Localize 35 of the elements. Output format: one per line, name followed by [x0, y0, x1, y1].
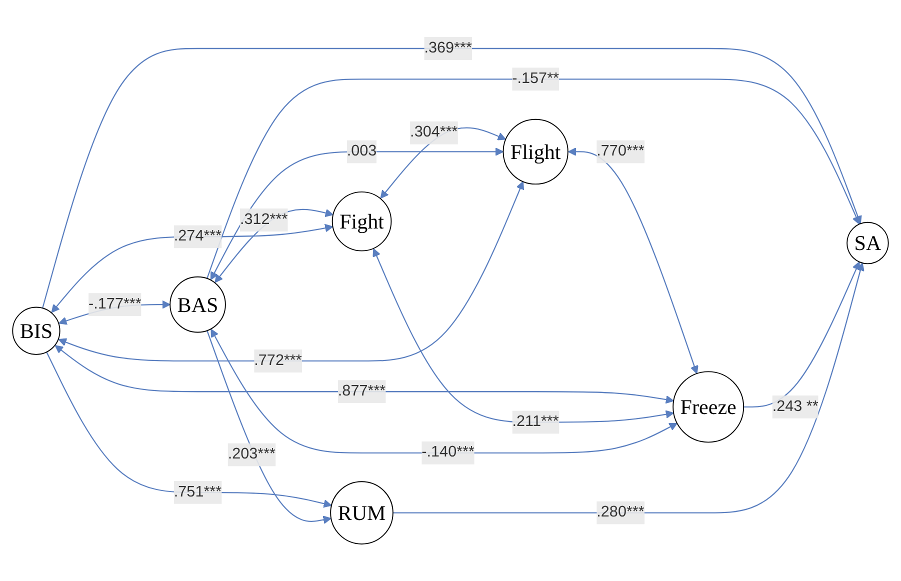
arrow: [206, 330, 332, 524]
node-circle: Fight: [332, 191, 392, 252]
arrow: [51, 224, 334, 313]
edge-label: -.177***: [88, 296, 142, 312]
edge-label: .772***: [254, 352, 302, 369]
arrow: [568, 148, 698, 374]
edge-label: .211***: [512, 414, 559, 430]
node-circle: Flight: [502, 118, 568, 185]
arrow: [210, 328, 678, 454]
node-circle: BAS: [170, 276, 226, 333]
edge-label: .369***: [424, 40, 472, 56]
arrow: [206, 78, 860, 279]
arrow: [46, 352, 332, 508]
node-circle: RUM: [330, 481, 394, 544]
arrow: [214, 208, 334, 283]
arrow: [210, 148, 504, 280]
edge-label: -.140***: [422, 444, 474, 461]
edge-label: .312***: [240, 211, 288, 228]
arrow: [42, 48, 862, 308]
edge-label: .304***: [410, 124, 458, 140]
node-circle: BIS: [12, 306, 60, 355]
node-circle: Freeze: [672, 371, 744, 443]
edge-label: .003: [346, 143, 377, 160]
edge-label: .243 **: [772, 398, 818, 415]
node-circle: SA: [846, 222, 889, 264]
arrow: [54, 345, 674, 404]
arrow: [744, 262, 860, 408]
edge-label: .751***: [174, 484, 222, 500]
edge-label: .280***: [596, 504, 644, 520]
arrow: [392, 262, 864, 514]
edge-label: -.157**: [512, 70, 559, 87]
edge-label: .877***: [338, 382, 386, 400]
edge-label: .203***: [228, 446, 276, 462]
edge-label: .770***: [596, 143, 644, 160]
edge-label: .274***: [174, 228, 222, 244]
